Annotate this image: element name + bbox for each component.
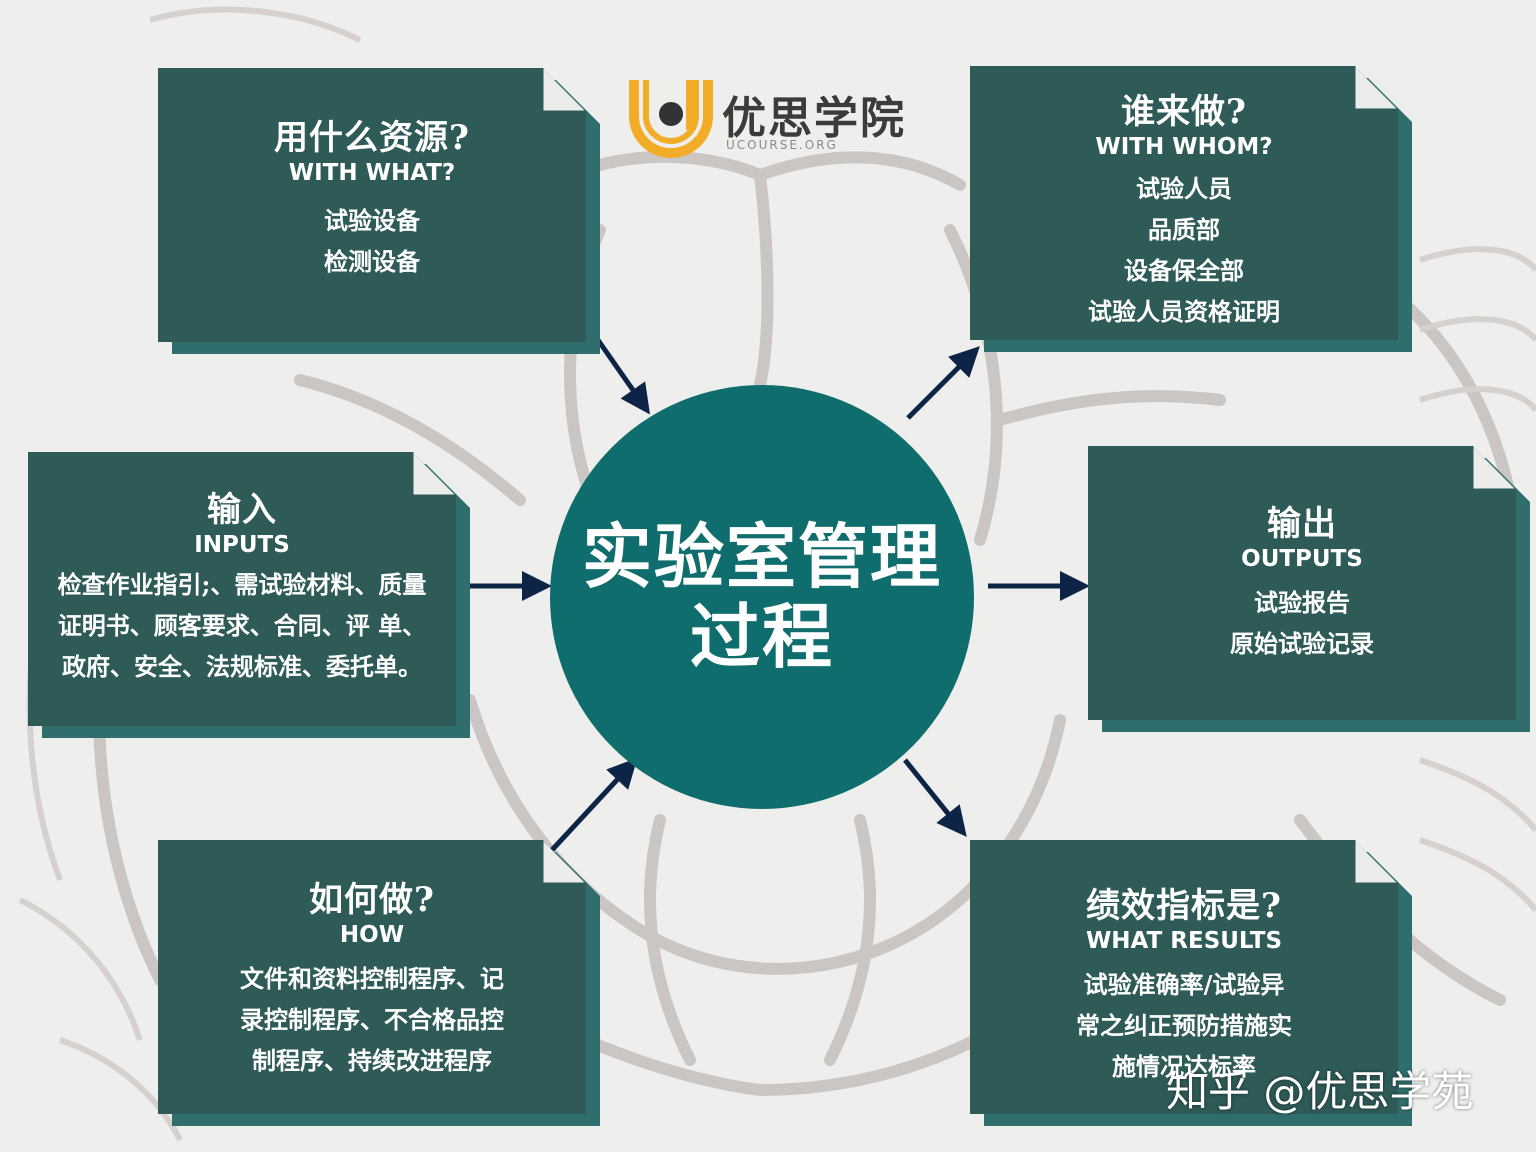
card-with-whom: 谁来做? WITH WHOM? 试验人员 品质部 设备保全部 试验人员资格证明 [970,66,1398,340]
center-title-line1: 实验室管理 [582,515,942,598]
card-item: 试验设备 [324,206,420,235]
source-watermark: 知乎 @优思学苑 [1166,1067,1474,1116]
card-item: 试验报告 [1254,588,1350,617]
card-item: 原始试验记录 [1230,629,1374,658]
card-item: 制程序、持续改进程序 [252,1046,492,1075]
arrow-what-results [903,758,967,837]
card-subtitle: OUTPUTS [1241,546,1363,572]
card-item: 施情况达标率 [1112,1052,1256,1081]
card-item: 证明书、顾客要求、合同、评 单、 [57,611,427,640]
arrow-how [550,757,638,852]
logo-name: 优思学院 [722,93,906,144]
arrow-with-what [595,338,651,415]
card-item: 录控制程序、不合格品控 [240,1005,504,1034]
card-subtitle: HOW [339,922,405,948]
card-title: 如何做? [309,880,435,920]
card-item: 设备保全部 [1124,256,1244,285]
card-title: 输出 [1267,504,1337,544]
card-item: 常之纠正预防措施实 [1076,1011,1292,1040]
logo-domain: UCOURSE.ORG [726,138,838,152]
card-title: 绩效指标是? [1086,886,1282,926]
card-title: 输入 [207,490,277,530]
card-item: 文件和资料控制程序、记 [240,964,504,993]
logo-emblem-icon [629,80,713,158]
card-item: 检测设备 [324,247,420,276]
card-item: 检查作业指引;、需试验材料、质量 [57,570,427,599]
card-item: 政府、安全、法规标准、委托单。 [62,652,422,681]
brand-logo: 优思学院 UCOURSE.ORG [626,72,916,162]
card-subtitle: INPUTS [194,532,290,558]
card-title: 用什么资源? [274,118,470,158]
card-subtitle: WHAT RESULTS [1085,928,1283,954]
card-title: 谁来做? [1121,92,1247,132]
card-inputs: 输入 INPUTS 检查作业指引;、需试验材料、质量 证明书、顾客要求、合同、评… [28,452,456,726]
card-with-what: 用什么资源? WITH WHAT? 试验设备 检测设备 [158,68,586,342]
card-what-results: 绩效指标是? WHAT RESULTS 试验准确率/试验异 常之纠正预防措施实 … [970,840,1398,1114]
card-item: 试验准确率/试验异 [1083,970,1285,999]
card-how: 如何做? HOW 文件和资料控制程序、记 录控制程序、不合格品控 制程序、持续改… [158,840,586,1114]
card-item: 品质部 [1148,215,1220,244]
card-subtitle: WITH WHOM? [1095,134,1273,160]
card-item: 试验人员 [1136,174,1232,203]
card-subtitle: WITH WHAT? [288,160,456,186]
arrow-with-whom [906,346,980,420]
center-process-circle: 实验室管理 过程 [550,385,974,809]
card-item: 试验人员资格证明 [1088,297,1280,326]
card-outputs: 输出 OUTPUTS 试验报告 原始试验记录 [1088,446,1516,720]
center-title-line2: 过程 [690,595,834,678]
